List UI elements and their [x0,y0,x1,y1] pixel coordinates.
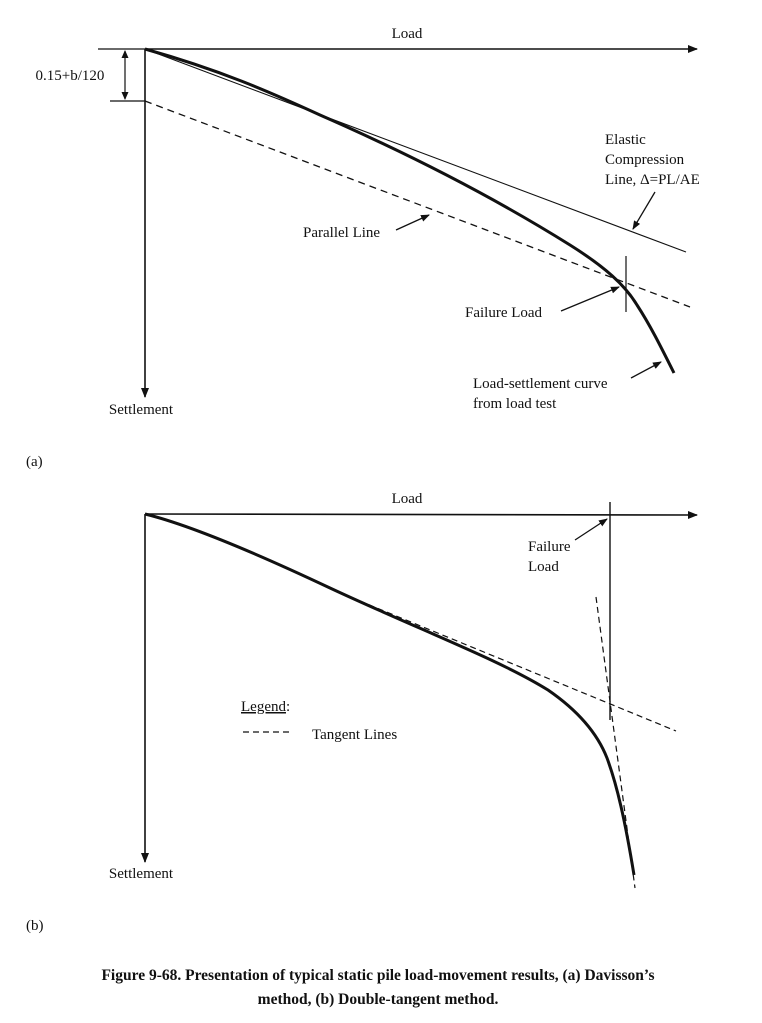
panel-a-load-axis-label: Load [392,26,423,42]
panel-a-elastic-label: Elastic Compression Line, Δ=PL/AE [605,132,700,188]
panel-b-legend-entry: Tangent Lines [312,727,397,743]
figure-caption: Figure 9-68. Presentation of typical sta… [101,967,654,1008]
panel-b-legend-title: Legend: [241,699,290,715]
panel-a-parallel-line-label-arrow [395,214,430,231]
panel-a-curve-label-arrow [630,361,662,379]
panel-b-label: (b) [26,918,44,934]
panel-a-failure-load-label-arrow [560,286,620,312]
caption-line-1: Figure 9-68. Presentation of typical sta… [101,967,654,984]
panel-a-elastic-label-line-3: Line, Δ=PL/AE [605,172,700,188]
panel-a-parallel-line [144,100,691,308]
panel-a-settlement-axis-label: Settlement [109,402,174,418]
panel-b-load-axis [144,510,698,519]
panel-b-failure-load-label-arrow [574,518,608,541]
panel-a-elastic-label-arrow [632,191,656,230]
panel-b-failure-load-label-line-2: Load [528,559,559,575]
panel-a-curve-label-line-2: from load test [473,396,557,412]
panel-a: Load Settlement 0.15+b/120 Elastic Compr… [26,26,700,470]
panel-a-label: (a) [26,454,43,470]
panel-b-load-axis-label: Load [392,491,423,507]
panel-b-legend: Legend: Tangent Lines [241,699,397,743]
caption-line-2: method, (b) Double-tangent method. [258,991,499,1008]
panel-a-elastic-label-line-2: Compression [605,152,685,168]
panel-a-parallel-line-label: Parallel Line [303,225,380,241]
panel-b-initial-tangent-line [349,596,677,732]
panel-a-failure-load-label: Failure Load [465,305,543,321]
panel-b: Load Settlement Failure Load Legend: Tan… [26,491,698,934]
panel-b-failure-load-label: Failure Load [528,539,574,575]
panel-a-elastic-label-line-1: Elastic [605,132,646,148]
panel-a-elastic-compression-line [144,48,687,253]
panel-a-load-settlement-curve [144,47,676,374]
panel-b-legend-title-colon: : [286,699,290,715]
panel-b-failure-load-label-line-1: Failure [528,539,571,555]
panel-b-legend-title-word: Legend [241,699,286,715]
panel-b-load-settlement-curve [144,512,636,876]
panel-a-curve-label-line-1: Load-settlement curve [473,376,608,392]
panel-a-offset-label: 0.15+b/120 [36,68,105,84]
panel-a-curve-label: Load-settlement curve from load test [473,376,611,412]
panel-b-settlement-axis-label: Settlement [109,866,174,882]
